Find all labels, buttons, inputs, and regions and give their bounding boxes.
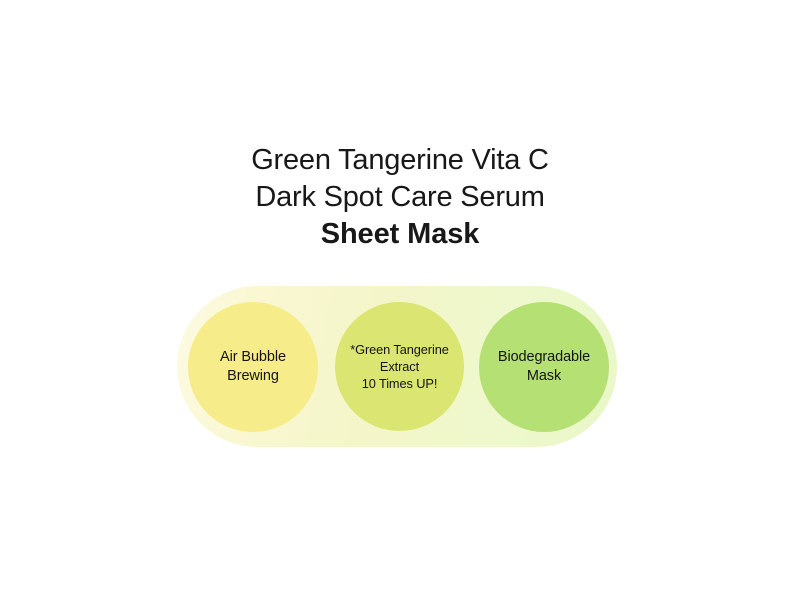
product-title-line-3: Sheet Mask — [320, 218, 480, 250]
product-title-block: Green Tangerine Vita C Dark Spot Care Se… — [0, 142, 800, 253]
product-title-line-1: Green Tangerine Vita C — [251, 144, 549, 176]
product-title-line-2: Dark Spot Care Serum — [255, 181, 545, 213]
